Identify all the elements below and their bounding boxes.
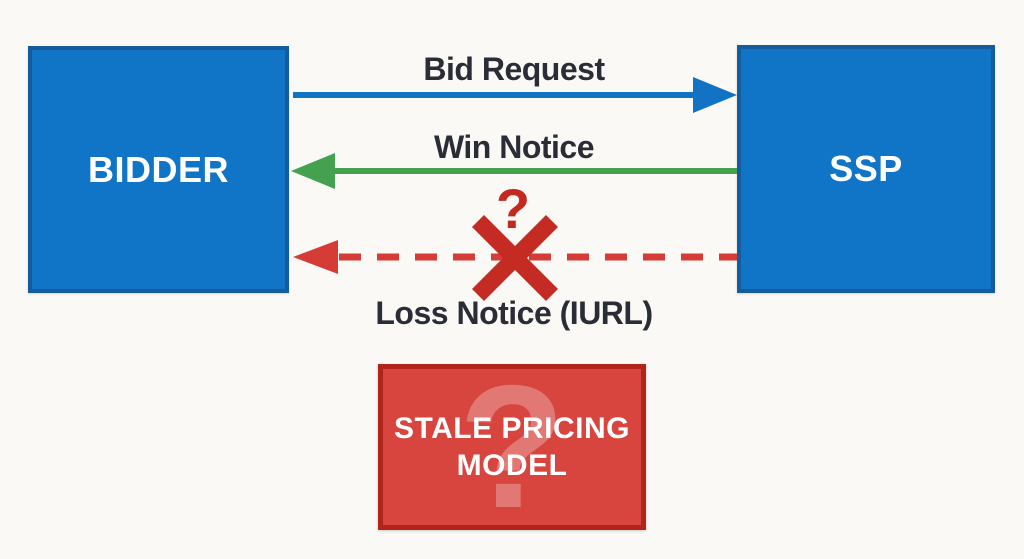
bid-request-arrowhead-icon	[693, 77, 737, 113]
win-notice-label: Win Notice	[433, 129, 595, 165]
loss-notice-arrowhead-icon	[293, 240, 338, 274]
loss-notice-label: Loss Notice (IURL)	[375, 295, 653, 331]
stale-pricing-line1: STALE PRICING	[394, 412, 630, 445]
win-notice-arrow	[291, 153, 737, 189]
bid-request-label: Bid Request	[423, 51, 605, 87]
ssp-node: SSP	[737, 45, 995, 293]
ssp-label: SSP	[829, 148, 903, 189]
loss-notice-question-mark: ?	[495, 177, 531, 240]
loss-notice-arrow	[293, 240, 737, 274]
bidder-node: BIDDER	[28, 46, 289, 293]
stale-pricing-box: ? STALE PRICING MODEL	[378, 364, 646, 530]
win-notice-arrowhead-icon	[291, 153, 335, 189]
stale-pricing-text: STALE PRICING MODEL	[383, 369, 641, 525]
bidder-label: BIDDER	[87, 148, 229, 190]
cross-stroke-2	[471, 214, 559, 302]
bid-request-arrow	[293, 77, 737, 113]
stale-pricing-line2: MODEL	[456, 449, 568, 482]
blocked-cross-icon	[471, 214, 559, 302]
